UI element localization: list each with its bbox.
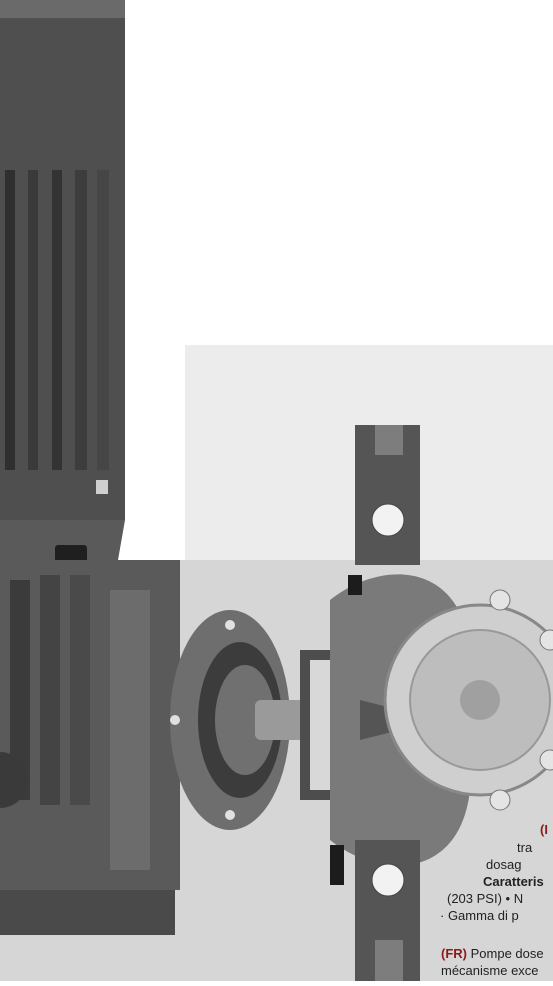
label-fr-text: Pompe dose <box>467 946 544 961</box>
label-it-line1: tra <box>517 840 533 855</box>
label-fr-tag: (FR) <box>441 946 467 961</box>
label-it-line2: dosag <box>486 857 522 872</box>
label-fr-line1: (FR) Pompe dose <box>441 946 544 961</box>
label-it-line5: · Gamma di p <box>440 908 519 923</box>
label-it-tag: (I <box>540 822 548 837</box>
label-it-line4: (203 PSI) • N <box>447 891 524 906</box>
label-it-line3: Caratteris <box>483 874 544 889</box>
vent-cap <box>55 545 87 563</box>
label-fr-line2: mécanisme exce <box>441 963 539 978</box>
